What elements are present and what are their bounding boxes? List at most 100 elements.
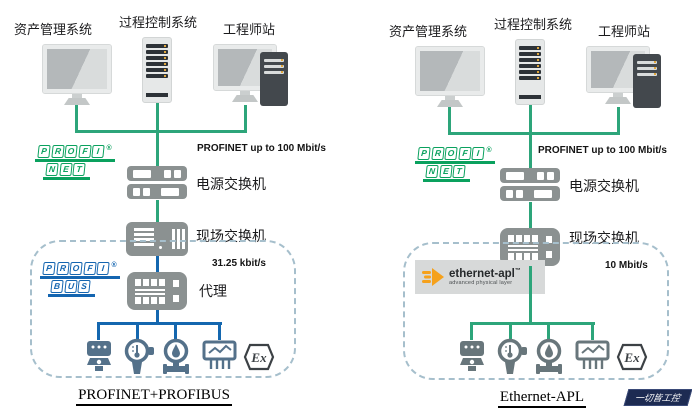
cable-workstation [617, 107, 620, 135]
flow-meter-icon [534, 338, 566, 381]
profibus-letter: U [63, 280, 78, 293]
engineer-tower-icon [633, 54, 661, 108]
profinet-speed-label: PROFINET up to 100 Mbit/s [538, 145, 667, 156]
profibus-letter: S [77, 280, 91, 293]
drop1 [470, 324, 473, 340]
engineer-tower-icon [260, 52, 288, 106]
watermark-text: 一切皆工控 [634, 393, 682, 403]
profinet-letter: R [430, 147, 445, 160]
registered-mark: ® [106, 145, 112, 152]
power-switch-label: 电源交换机 [569, 178, 639, 194]
apl-arrow-icon [422, 268, 444, 286]
panel-profinet-profibus: 资产管理系统 过程控制系统 工程师站 P [2, 0, 348, 411]
cable-workstation [244, 105, 247, 133]
profinet-bus [448, 132, 620, 135]
profibus-letter: O [69, 262, 83, 275]
profinet-bus [75, 130, 247, 133]
apl-speed-label: 10 Mbit/s [605, 260, 648, 271]
asset-monitor-icon [415, 46, 485, 107]
profibus-letter: B [50, 280, 64, 293]
ethernet-apl-logo: ethernet-apl™ advanced physical layer [415, 260, 545, 294]
server-icon [142, 37, 172, 103]
power-switch-icon [127, 166, 187, 202]
apl-trunk [470, 322, 595, 325]
asset-management-label: 资产管理系统 [389, 24, 468, 39]
field-switch-icon [500, 228, 560, 266]
cable-switch-link [156, 200, 159, 222]
profinet-letter: P [417, 147, 431, 160]
drop3 [547, 324, 550, 340]
field-switch-icon [126, 222, 188, 256]
drop1 [97, 324, 100, 340]
power-switch-icon [500, 168, 560, 204]
cable-switch-link [529, 202, 532, 228]
cable-server [156, 103, 159, 167]
engineer-station-label: 工程师站 [598, 24, 651, 39]
proxy-label: 代理 [199, 283, 227, 299]
cable-monitor1 [448, 105, 451, 135]
profinet-speed-label: PROFINET up to 100 Mbit/s [197, 143, 326, 154]
process-control-label: 过程控制系统 [119, 15, 198, 30]
ex-marking-text: Ex [623, 350, 640, 365]
profibus-trunk [97, 322, 222, 325]
apl-segment-box [403, 242, 669, 380]
registered-mark: ® [486, 147, 492, 154]
profinet-letter: O [64, 145, 78, 158]
proxy-icon [127, 272, 187, 310]
recorder-icon [202, 340, 238, 377]
profinet-logo: P R O F I ® N E T [415, 147, 495, 182]
server-icon [515, 39, 545, 105]
drop2 [509, 324, 512, 340]
profibus-letter: P [42, 262, 56, 275]
profinet-letter: F [457, 147, 472, 160]
profinet-letter: F [77, 145, 92, 158]
left-caption: PROFINET+PROFIBUS [54, 387, 254, 406]
profibus-letter: I [96, 262, 110, 275]
profibus-letter: F [82, 262, 97, 275]
profinet-letter: E [438, 165, 453, 178]
profinet-letter: N [45, 163, 59, 176]
apl-logo-subtitle: advanced physical layer [449, 279, 513, 286]
power-switch-label: 电源交换机 [196, 176, 266, 192]
watermark-badge: 一切皆工控 [623, 389, 692, 406]
profinet-letter: N [425, 165, 439, 178]
profinet-letter: E [58, 163, 73, 176]
pressure-transmitter-icon [458, 340, 486, 379]
profinet-logo: P R O F I ® N E T [35, 145, 115, 180]
drop2 [136, 324, 139, 340]
profibus-segment-box [30, 240, 296, 378]
right-caption: Ethernet-APL [462, 389, 622, 408]
drop4 [218, 324, 221, 340]
cable-server [529, 105, 532, 169]
profinet-letter: T [72, 163, 86, 176]
ex-hazardous-area-icon: Ex [243, 343, 275, 376]
profibus-logo: P R O F I ® B U S [40, 262, 120, 297]
recorder-icon [575, 340, 611, 377]
panel-ethernet-apl: 资产管理系统 过程控制系统 工程师站 P R O [375, 0, 692, 411]
temperature-transmitter-icon [496, 338, 528, 381]
registered-mark: ® [111, 262, 117, 269]
cable-monitor1 [75, 103, 78, 133]
profinet-letter: I [471, 147, 485, 160]
profinet-letter: T [452, 165, 466, 178]
asset-monitor-icon [42, 44, 112, 105]
engineer-station-label: 工程师站 [223, 22, 276, 37]
drop3 [174, 324, 177, 340]
profinet-letter: I [91, 145, 105, 158]
profibus-speed-label: 31.25 kbit/s [212, 258, 266, 269]
ex-marking-text: Ex [250, 350, 267, 365]
temperature-transmitter-icon [123, 338, 155, 381]
profinet-letter: P [37, 145, 51, 158]
asset-management-label: 资产管理系统 [14, 22, 93, 37]
cable-proxy-down [156, 310, 159, 324]
profinet-letter: O [444, 147, 458, 160]
pressure-transmitter-icon [85, 340, 113, 379]
cable-proxy-up [156, 256, 159, 272]
profibus-letter: R [55, 262, 70, 275]
ex-hazardous-area-icon: Ex [616, 343, 648, 376]
cable-apl-trunk [529, 266, 532, 324]
profinet-letter: R [50, 145, 65, 158]
drop4 [591, 324, 594, 340]
flow-meter-icon [161, 338, 193, 381]
